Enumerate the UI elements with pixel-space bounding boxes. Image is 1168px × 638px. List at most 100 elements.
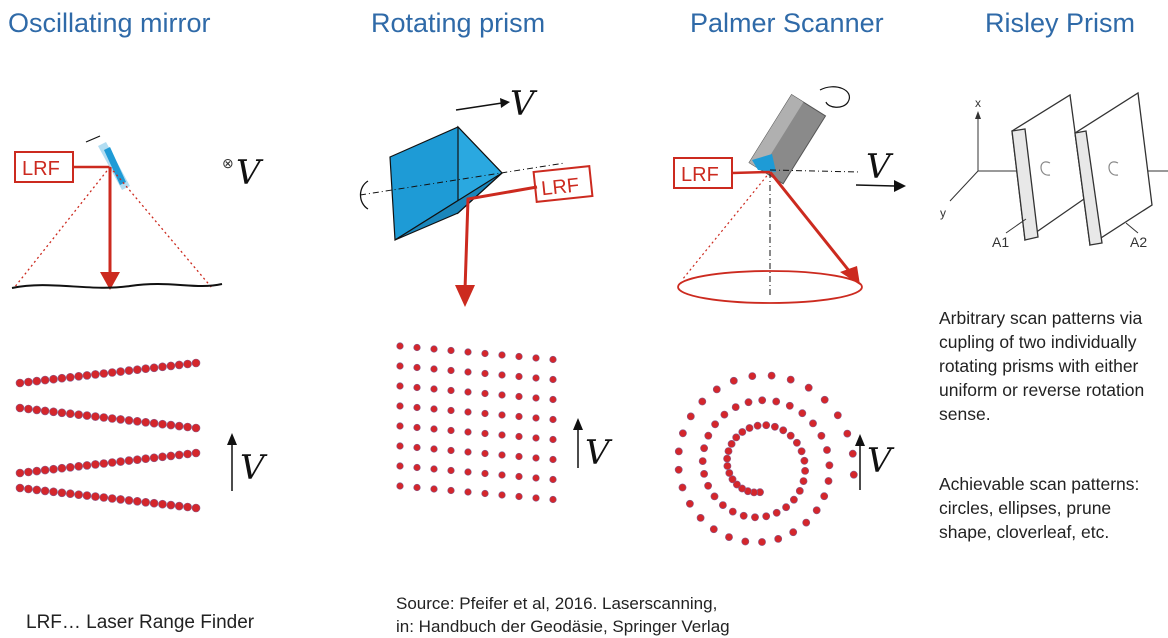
scan-point — [751, 513, 759, 522]
scan-point — [549, 375, 557, 384]
scan-point — [758, 538, 766, 546]
scan-point — [166, 451, 176, 461]
source-line-2: in: Handbuch der Geodäsie, Springer Verl… — [396, 617, 730, 636]
axis-x-label: x — [975, 96, 981, 110]
scan-point — [447, 346, 455, 355]
flight-axis — [769, 169, 861, 173]
title-palmer-scanner: Palmer Scanner — [690, 8, 884, 38]
scan-point — [116, 457, 125, 466]
scan-point — [57, 408, 67, 418]
scan-point — [133, 497, 142, 506]
scan-point — [24, 377, 33, 387]
scan-point — [158, 362, 167, 372]
scan-point — [191, 448, 201, 458]
title-rotating-prism: Rotating prism — [371, 8, 546, 38]
scan-point — [464, 448, 472, 456]
scan-point — [731, 403, 740, 411]
rotation-arrow — [359, 180, 369, 210]
scan-point — [116, 415, 125, 424]
laser-beam-2 — [463, 185, 538, 291]
scan-point — [91, 460, 100, 469]
scan-point — [785, 401, 794, 410]
scan-point — [82, 411, 92, 420]
scan-point — [515, 452, 523, 461]
scan-point — [498, 491, 506, 499]
scan-point — [430, 485, 438, 493]
beam-arrowhead-2 — [455, 285, 475, 307]
scan-point — [464, 408, 472, 416]
laser-beam-cone — [768, 171, 852, 273]
scan-point — [549, 415, 557, 424]
scan-point — [724, 447, 733, 455]
source-citation: Source: Pfeifer et al, 2016. Laserscanni… — [396, 592, 730, 638]
scan-point — [82, 491, 92, 500]
scan-point — [99, 459, 109, 468]
scan-point — [812, 506, 821, 515]
scan-point — [801, 466, 809, 475]
axis-x-arrowhead — [975, 111, 981, 119]
scan-point — [698, 397, 707, 406]
scan-point — [183, 449, 192, 459]
scan-point — [549, 475, 557, 484]
scan-point — [124, 496, 134, 505]
scan-point — [166, 361, 176, 371]
scan-point — [762, 421, 771, 430]
lrf-definition: LRF… Laser Range Finder — [26, 612, 255, 633]
risley-achievable-patterns: Achievable scan patterns: circles, ellip… — [939, 474, 1140, 542]
scan-point — [396, 482, 404, 490]
scan-point — [515, 372, 523, 381]
scan-point — [782, 503, 790, 512]
scan-point — [711, 420, 719, 429]
scan-point — [464, 368, 472, 376]
oscillating-mirror-diagram: LRF ⊗ V — [11, 135, 264, 290]
scan-point — [674, 447, 683, 456]
scan-point — [464, 488, 472, 496]
scan-point — [481, 349, 489, 358]
scan-point — [447, 366, 455, 375]
scan-point — [124, 456, 134, 465]
scan-point — [15, 483, 25, 493]
scan-point — [396, 402, 404, 410]
scan-point — [447, 426, 455, 435]
scan-point — [413, 423, 421, 432]
scan-point — [532, 394, 540, 402]
scan-point — [498, 371, 506, 379]
scan-point — [141, 498, 150, 507]
scan-point — [107, 458, 117, 467]
scan-point — [762, 512, 771, 521]
palmer-mirror — [752, 154, 776, 172]
scan-point — [515, 432, 523, 441]
scan-point — [82, 461, 92, 470]
scan-point — [729, 376, 738, 385]
scan-point — [430, 345, 438, 353]
scan-point — [91, 370, 100, 379]
scan-point — [802, 518, 811, 527]
scan-point — [174, 501, 184, 511]
scan-point — [464, 388, 472, 396]
scan-point — [40, 465, 50, 475]
scan-point — [498, 391, 506, 399]
scan-point — [430, 365, 438, 373]
scan-point — [447, 386, 455, 395]
scan-point — [719, 501, 727, 509]
prism-a1-side — [1011, 128, 1039, 241]
scan-point — [24, 404, 33, 414]
scan-point — [174, 450, 184, 460]
scan-point — [549, 455, 557, 464]
lrf-label: LRF — [22, 158, 60, 180]
scan-point — [685, 499, 694, 508]
scan-point — [141, 364, 150, 374]
scan-point — [809, 419, 817, 428]
scan-point — [696, 513, 705, 522]
scan-point — [158, 499, 167, 509]
scan-point — [786, 375, 795, 384]
scan-point — [498, 431, 506, 439]
scan-point — [698, 457, 707, 465]
scan-point — [481, 469, 489, 478]
oscillating-mirror — [104, 147, 126, 185]
risley-prism-diagram: x y A1 A2 — [940, 91, 1168, 250]
palmer-scanner-diagram: LRF V — [673, 86, 906, 304]
scan-point — [141, 418, 150, 427]
scan-point — [24, 484, 33, 494]
scan-ellipse — [677, 270, 863, 304]
